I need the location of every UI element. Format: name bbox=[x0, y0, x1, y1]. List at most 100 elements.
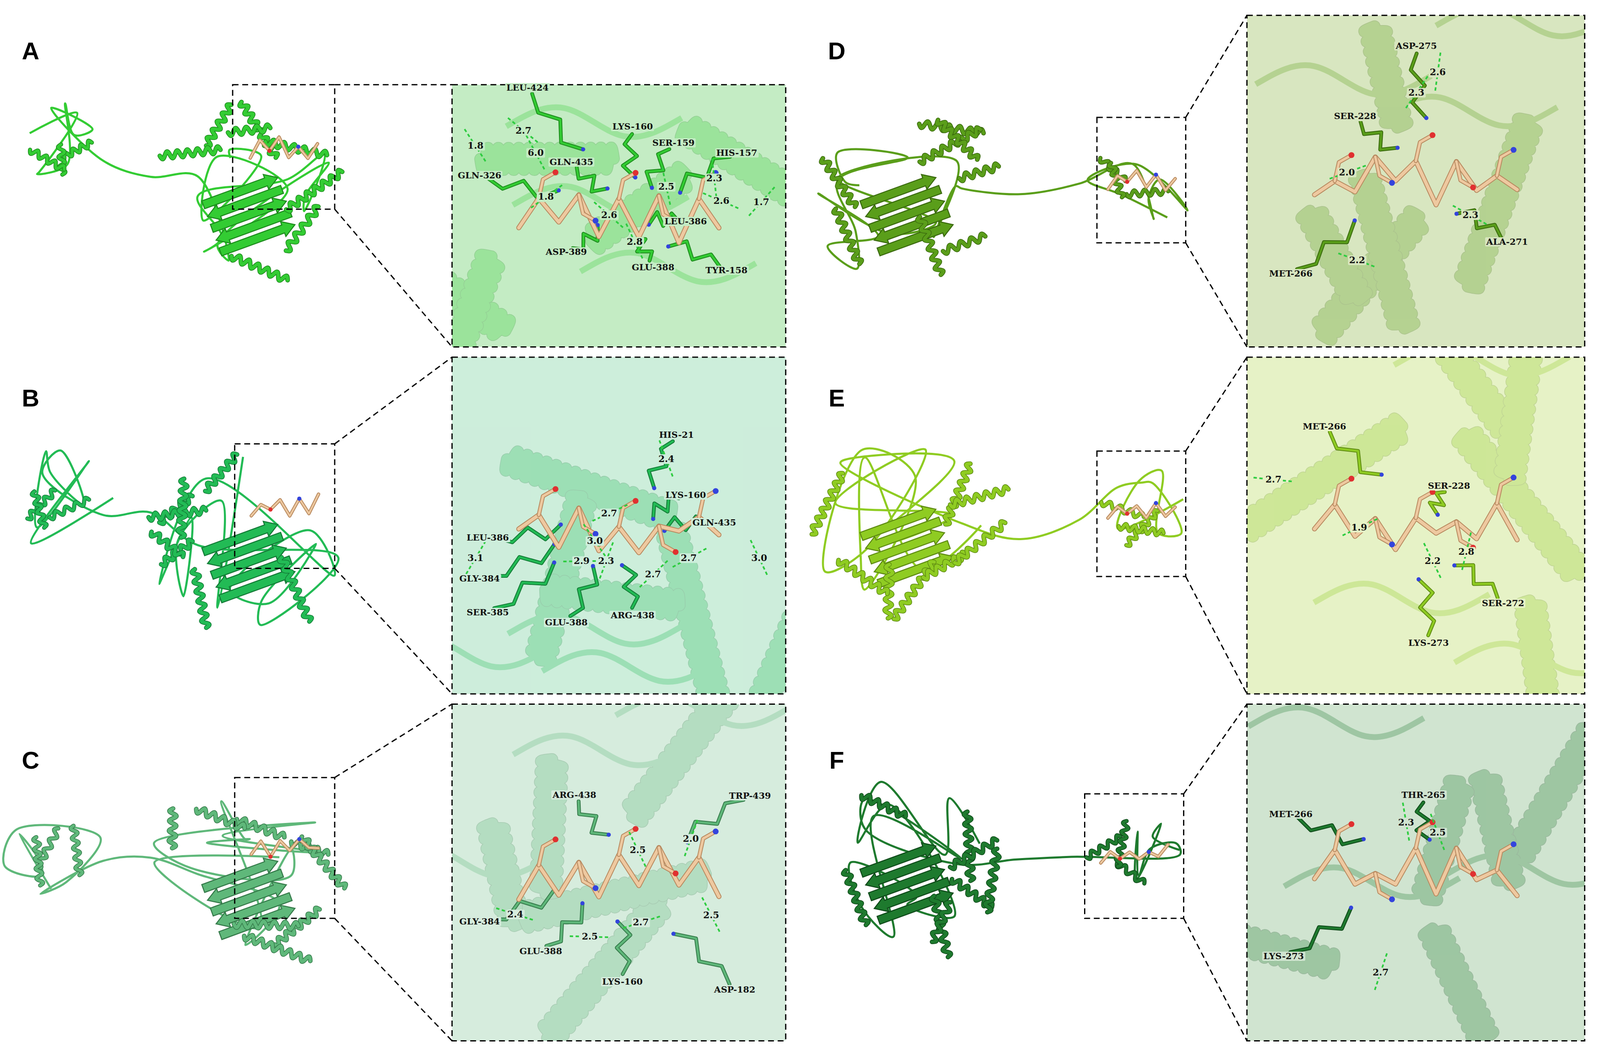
stick-bond bbox=[494, 562, 555, 609]
stick-outline bbox=[1415, 134, 1433, 161]
distance-label: 2.5 bbox=[580, 932, 600, 942]
faded-loop bbox=[513, 735, 689, 766]
stick-bond bbox=[578, 801, 609, 835]
stick-bond bbox=[518, 194, 719, 243]
helix-outline bbox=[150, 531, 184, 557]
distance-label: 2.3 bbox=[596, 556, 616, 567]
stick-outline bbox=[1329, 431, 1382, 475]
faded-cartoon bbox=[452, 703, 786, 1041]
atom bbox=[651, 516, 656, 521]
atom bbox=[1153, 172, 1159, 177]
atom bbox=[650, 185, 655, 191]
stick-outline bbox=[1456, 848, 1474, 874]
distance-label: 2.4 bbox=[657, 454, 676, 465]
zoom-leader bbox=[1185, 242, 1247, 347]
helix-ribbon bbox=[811, 473, 843, 535]
hydrogen-bond bbox=[464, 129, 487, 163]
hydrogen-bond bbox=[671, 548, 707, 568]
selection-box bbox=[1097, 451, 1187, 577]
distance-label: 2.5 bbox=[701, 910, 721, 920]
stick-outline bbox=[1456, 161, 1474, 188]
residue-label: ARG-438 bbox=[551, 790, 598, 800]
helix-ribbon bbox=[31, 491, 47, 528]
atom bbox=[1389, 180, 1395, 186]
hydrogen-bond bbox=[529, 185, 563, 209]
atom bbox=[296, 144, 301, 149]
stick-bond bbox=[1360, 121, 1398, 150]
distance-label: 2.2 bbox=[1348, 255, 1367, 265]
coil-loop bbox=[818, 149, 1188, 270]
hydrogen-bond bbox=[1340, 518, 1378, 536]
distance-label: 2.5 bbox=[657, 181, 676, 192]
faded-loop bbox=[507, 614, 684, 645]
residue-label: GLY-384 bbox=[458, 573, 502, 584]
stick-bond bbox=[538, 839, 556, 866]
zoom-leader bbox=[334, 568, 453, 694]
helix-ribbon bbox=[545, 579, 680, 616]
stick-outline bbox=[1496, 149, 1514, 176]
selection-box bbox=[232, 84, 335, 210]
stick-outline bbox=[578, 801, 609, 835]
zoom-leader bbox=[1183, 703, 1247, 794]
atom bbox=[712, 487, 719, 494]
residue-label: SER-272 bbox=[1480, 598, 1526, 608]
atom bbox=[552, 169, 559, 176]
distance-label: 2.8 bbox=[625, 236, 644, 247]
distance-label: 2.7 bbox=[679, 553, 699, 564]
stick-outline bbox=[1375, 518, 1392, 545]
stick-bond bbox=[250, 137, 318, 159]
helix-ribbon bbox=[191, 569, 210, 628]
atom bbox=[1352, 218, 1357, 223]
helix-ribbon bbox=[160, 146, 221, 160]
stick-bond bbox=[1456, 210, 1502, 238]
zoom-leader bbox=[334, 703, 453, 778]
coil-loop bbox=[30, 450, 339, 625]
stick-bond bbox=[658, 525, 676, 552]
stick-outline bbox=[618, 172, 636, 199]
stick-outline bbox=[579, 194, 596, 221]
atom bbox=[1470, 184, 1476, 191]
hydrogen-bond bbox=[1338, 253, 1377, 267]
stick-bond bbox=[518, 507, 719, 553]
zoom-background bbox=[1246, 15, 1585, 348]
faded-loop bbox=[1435, 15, 1585, 37]
stick-outline bbox=[1454, 565, 1498, 598]
helix-outline bbox=[1353, 175, 1415, 329]
helix-ribbon bbox=[838, 560, 888, 594]
helix-outline bbox=[730, 616, 786, 694]
atom bbox=[678, 190, 683, 195]
residue-label: LEU-386 bbox=[465, 533, 511, 543]
stick-bond bbox=[1410, 53, 1427, 119]
stick-outline bbox=[570, 566, 598, 617]
helix-outline bbox=[70, 825, 83, 876]
stick-bond bbox=[673, 933, 730, 985]
helix-outline bbox=[1513, 728, 1585, 858]
helix-ribbon bbox=[963, 811, 974, 881]
helix-ribbon bbox=[1513, 728, 1585, 858]
helix-ribbon bbox=[1126, 188, 1169, 198]
atom bbox=[1153, 500, 1159, 506]
stick-bond bbox=[1415, 492, 1433, 519]
panel-letter: B bbox=[21, 385, 40, 411]
atom bbox=[1125, 179, 1130, 184]
helix-ribbon bbox=[1474, 774, 1520, 885]
hydrogen-bond bbox=[747, 187, 775, 218]
residue-label: MET-266 bbox=[1267, 809, 1314, 819]
distance-label: 3.1 bbox=[466, 553, 485, 564]
zoom-leader bbox=[1183, 918, 1247, 1041]
helix-ribbon bbox=[949, 486, 1009, 508]
helix-ribbon bbox=[205, 453, 237, 492]
stick-bond bbox=[579, 862, 596, 889]
zoom-content bbox=[452, 84, 786, 348]
stick-bond bbox=[1456, 848, 1474, 874]
stick-bond bbox=[1375, 157, 1392, 183]
helix-outline bbox=[954, 521, 1006, 564]
helix-outline bbox=[838, 560, 888, 594]
panel-letter: D bbox=[827, 38, 846, 64]
atom bbox=[268, 854, 273, 859]
residue-label: LYS-273 bbox=[1406, 638, 1451, 648]
helix-outline bbox=[49, 497, 89, 520]
faded-loop bbox=[1454, 643, 1585, 674]
stick-outline bbox=[546, 903, 583, 946]
